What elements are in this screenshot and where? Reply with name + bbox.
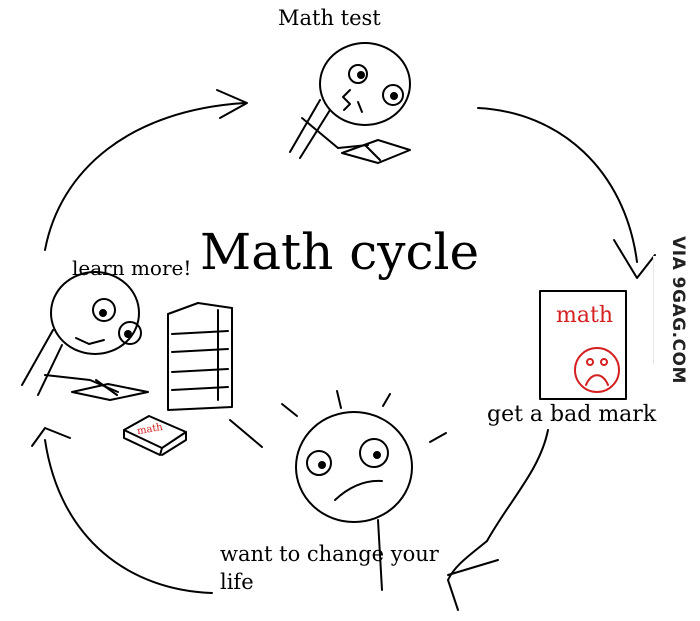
step-label-math-test: Math test [278, 6, 381, 30]
watermark: VIA 9GAG.COM [653, 236, 700, 384]
student-learning-figure [21, 271, 149, 401]
paper-math-label: math [556, 303, 613, 328]
math-book-icon [123, 415, 187, 456]
sad-figure-head [295, 411, 413, 591]
book-stack-icon [167, 302, 233, 411]
arrow-bottom-left [31, 427, 213, 594]
sad-face-icon [574, 347, 620, 393]
watermark-text: VIA 9GAG.COM [667, 236, 688, 384]
step-label-change-life: want to change your life [220, 542, 439, 594]
arrow-bottom-right [447, 429, 549, 611]
shock-lines [229, 390, 447, 448]
diagram-title: Math cycle [200, 223, 480, 281]
bad-mark-paper [539, 290, 627, 400]
step-label-bad-mark: get a bad mark [487, 402, 657, 427]
arrow-top-right [477, 107, 656, 279]
step-label-learn-more: learn more! [72, 256, 192, 280]
arrow-top-left [44, 89, 248, 251]
student-taking-test-figure [289, 42, 411, 164]
